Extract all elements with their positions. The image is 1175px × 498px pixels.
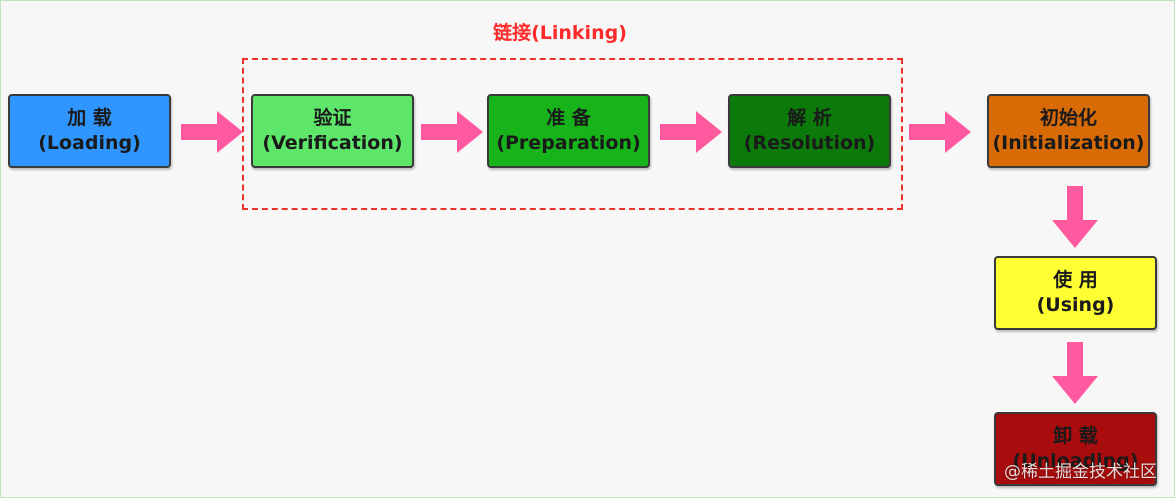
stage-resolution-cn: 解 析	[787, 107, 832, 129]
stage-unloading-en: (Unloading)	[1012, 450, 1139, 472]
stage-preparation-cn: 准 备	[546, 107, 591, 129]
stage-unloading: 卸 载 (Unloading)	[994, 412, 1157, 486]
stage-using-en: (Using)	[1036, 294, 1115, 316]
linking-group-label: 链接(Linking)	[493, 22, 627, 44]
arrow-down-icon	[1052, 342, 1098, 404]
stage-loading-cn: 加 载	[67, 107, 112, 129]
watermark: @稀土掘金技术社区	[1004, 462, 1157, 482]
stage-loading: 加 载 (Loading)	[8, 94, 171, 168]
stage-initialization-cn: 初始化	[1039, 107, 1097, 129]
stage-unloading-cn: 卸 载	[1053, 425, 1098, 447]
stage-verification: 验证 (Verification)	[251, 94, 414, 168]
stage-preparation-en: (Preparation)	[496, 132, 641, 154]
stage-loading-en: (Loading)	[38, 132, 141, 154]
arrow-right-icon	[660, 111, 722, 153]
arrow-right-icon	[421, 111, 483, 153]
stage-verification-en: (Verification)	[262, 132, 403, 154]
arrow-right-icon	[909, 111, 971, 153]
stage-resolution: 解 析 (Resolution)	[728, 94, 891, 168]
stage-initialization-en: (Initialization)	[992, 132, 1145, 154]
stage-verification-cn: 验证	[313, 107, 352, 129]
stage-resolution-en: (Resolution)	[743, 132, 876, 154]
arrow-right-icon	[181, 111, 243, 153]
linking-group-box	[242, 58, 903, 210]
stage-preparation: 准 备 (Preparation)	[487, 94, 650, 168]
stage-using: 使 用 (Using)	[994, 256, 1157, 330]
stage-initialization: 初始化 (Initialization)	[987, 94, 1150, 168]
stage-using-cn: 使 用	[1053, 269, 1098, 291]
arrow-down-icon	[1052, 186, 1098, 248]
